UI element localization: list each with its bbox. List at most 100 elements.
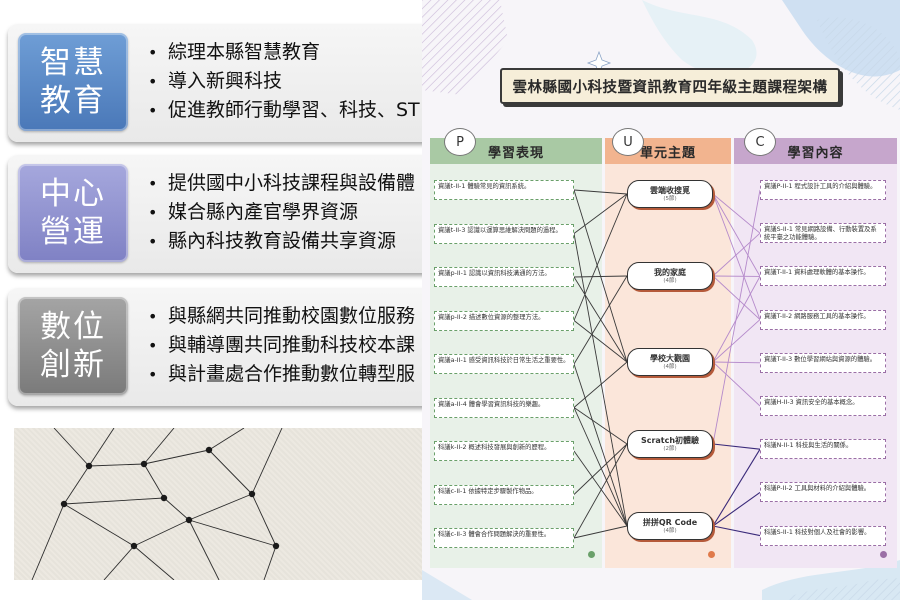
link-unit-content <box>712 275 761 320</box>
curriculum-poster: 雲林縣國小科技暨資訊教育四年級主題課程架構 學習表現 單元主題 學習內容 P U… <box>422 0 900 600</box>
bullet-item: • 縣內科技教育設備共享資源 <box>148 227 415 256</box>
decor-blob-top <box>642 0 757 75</box>
link-unit-content <box>712 193 761 320</box>
column-letter-u: U <box>612 128 644 156</box>
link-performance-unit <box>573 363 628 527</box>
link-unit-content <box>712 443 761 450</box>
link-unit-content <box>712 491 761 527</box>
link-unit-content <box>712 232 761 277</box>
performance-item: 資議p-II-2 描述數位資源的整理方法。 <box>434 310 574 331</box>
decor-hatch-topleft <box>422 0 508 95</box>
link-performance-unit <box>573 443 628 539</box>
performance-item: 資議p-II-1 認識以資訊科技溝通的方法。 <box>434 267 574 287</box>
bullet-item: •與輔導團共同推動科技校本課 <box>148 331 415 360</box>
performance-item: 資議t-II-1 體驗常見的資訊系統。 <box>434 180 574 200</box>
bullet-text: 與計畫處合作推動數位轉型服 <box>168 363 416 385</box>
link-performance-unit <box>573 233 628 527</box>
link-performance-unit <box>573 193 628 234</box>
link-unit-content <box>712 189 761 445</box>
decor-corner-bottomleft <box>422 570 472 600</box>
bullet-text: 促進教師行動學習、科技、ST <box>168 99 420 121</box>
link-unit-content <box>712 448 761 527</box>
bullet-dot: • <box>148 72 158 91</box>
unit-title: 拼拼QR Code <box>642 517 698 527</box>
unit-hours: (4節) <box>663 277 677 284</box>
content-item: 資議H-II-3 資訊安全的基本概念。 <box>760 396 886 416</box>
link-performance-unit <box>573 320 628 363</box>
bullet-item: • 與縣網共同推動校園數位服務 <box>148 302 415 331</box>
column-letter-c: C <box>744 128 776 156</box>
bullet-dot: • <box>148 307 158 326</box>
unit-hours: (4節) <box>663 527 677 534</box>
bullet-text: 縣內科技教育設備共享資源 <box>168 230 397 252</box>
unit-title: 我的家庭 <box>654 267 686 277</box>
link-unit-content <box>712 193 761 234</box>
column-end-dot-green <box>588 551 595 558</box>
network-edges <box>31 427 283 581</box>
content-item: 資議T-II-1 資料處理軟體的基本操作。 <box>760 266 886 287</box>
unit-title: 雲端收搜覓 <box>650 185 690 195</box>
unit-item: Scratch初體驗(2節) <box>627 430 713 458</box>
decor-hatch-topright <box>817 17 900 110</box>
performance-item: 科議k-II-2 概述科技發展與創新的歷程。 <box>434 441 574 461</box>
link-performance-unit <box>573 525 628 539</box>
unit-title: 學校大觀園 <box>650 353 690 363</box>
performance-item: 資議a-II-4 體會學習資訊科技的樂趣。 <box>434 397 574 418</box>
card-digital-innovation: 數位 創新 • 與縣網共同推動校園數位服務 •與輔導團共同推動科技校本課 • 與計畫… <box>8 288 422 406</box>
unit-item: 雲端收搜覓(5節) <box>627 180 713 208</box>
content-item: 資議S-II-1 常見網路設備、行動裝置及系統平臺之功能體驗。 <box>760 223 886 244</box>
badge-smart-education: 智慧 教育 <box>18 33 128 131</box>
content-item: 科議S-II-1 科技對個人及社會的影響。 <box>760 525 886 546</box>
column-end-dot-purple <box>880 551 887 558</box>
bullet-text: 媒合縣內產官學界資源 <box>168 201 359 223</box>
link-performance-unit <box>573 193 628 321</box>
bullet-list: • 與縣網共同推動校園數位服務 •與輔導團共同推動科技校本課 • 與計畫處合作推動數… <box>148 302 415 389</box>
bullet-item: • 導入新興科技 <box>148 67 420 96</box>
bullet-item: • 提供國中小科技課程與設備體 <box>148 169 415 198</box>
badge-center-operation: 中心 營運 <box>18 164 128 262</box>
unit-hours: (4節) <box>663 363 677 370</box>
network-illustration <box>14 427 422 581</box>
content-item: 資議P-II-1 程式設計工具的介紹與體驗。 <box>760 180 886 200</box>
bullet-text: 導入新興科技 <box>168 70 283 92</box>
badge-digital-innovation: 數位 創新 <box>18 297 128 395</box>
link-performance-unit <box>573 361 628 408</box>
bullet-text: 與縣網共同推動校園數位服務 <box>168 305 416 327</box>
link-unit-content <box>712 525 761 537</box>
bullet-dot: • <box>148 43 158 62</box>
bullet-list: • 提供國中小科技課程與設備體 • 媒合縣內產官學界資源 • 縣內科技教育設備共享資源 <box>148 169 415 256</box>
bullet-item: • 與計畫處合作推動數位轉型服 <box>148 360 415 389</box>
decor-sparkle-left <box>586 50 612 76</box>
link-performance-unit <box>573 189 628 195</box>
column-letter-p: P <box>444 128 476 156</box>
bullet-item: • 促進教師行動學習、科技、ST <box>148 96 420 125</box>
link-unit-content <box>712 193 761 277</box>
bullet-item: • 綜理本縣智慧教育 <box>148 38 420 67</box>
unit-item: 學校大觀園(4節) <box>627 348 713 376</box>
link-performance-unit <box>573 189 628 363</box>
unit-title: Scratch初體驗 <box>640 435 700 445</box>
left-slide-panel: 智慧 教育 •綜理本縣智慧教育 •導入新興科技 •促進教師行動學習、科技、ST … <box>0 0 422 600</box>
link-performance-unit <box>573 450 628 527</box>
link-unit-content <box>712 319 761 363</box>
poster-title: 雲林縣國小科技暨資訊教育四年級主題課程架構 <box>500 68 840 104</box>
bullet-dot: • <box>148 101 158 120</box>
link-unit-content <box>712 361 761 407</box>
network-graphic <box>31 427 283 581</box>
bullet-dot: • <box>148 174 158 193</box>
performance-item: 資議a-II-1 感受資訊科技於日常生活之重要性。 <box>434 354 574 374</box>
link-performance-unit <box>573 275 628 365</box>
bullet-text: 提供國中小科技課程與設備體 <box>168 172 416 194</box>
bullet-dot: • <box>148 336 158 355</box>
bullet-dot: • <box>148 365 158 384</box>
bullet-dot: • <box>148 232 158 251</box>
bullet-list: • 綜理本縣智慧教育 • 導入新興科技 • 促進教師行動學習、科技、ST <box>148 38 420 125</box>
link-performance-unit <box>573 443 628 495</box>
bullet-text: 綜理本縣智慧教育 <box>168 41 321 63</box>
card-center-operation: 中心 營運 • 提供國中小科技課程與設備體 • 媒合縣內產官學界資源 • 縣內科技教育… <box>8 155 422 273</box>
link-performance-unit <box>573 407 628 527</box>
content-item: 科議P-II-2 工具與材料的介紹與體驗。 <box>760 482 886 503</box>
performance-item: 資議t-II-3 認識以運算思維解決問題的過程。 <box>434 223 574 244</box>
unit-item: 拼拼QR Code(4節) <box>627 512 713 540</box>
